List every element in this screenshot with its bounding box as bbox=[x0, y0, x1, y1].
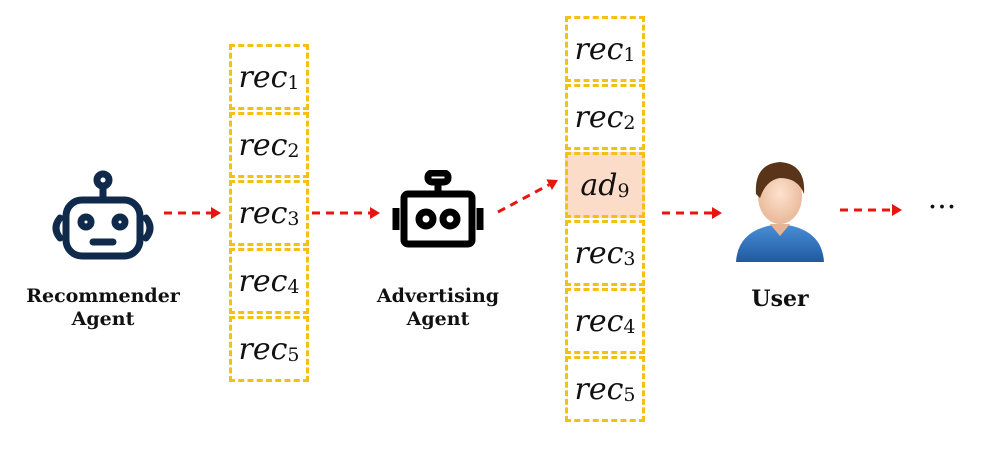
slot-subscript: 5 bbox=[623, 384, 636, 406]
slot-base: rec bbox=[574, 303, 624, 339]
slot-base: rec bbox=[574, 31, 624, 67]
arrow-advertiser-to-final bbox=[497, 179, 558, 214]
slot-subscript: 2 bbox=[623, 112, 636, 134]
slot-base: rec bbox=[574, 99, 624, 135]
slot-subscript: 2 bbox=[287, 140, 300, 162]
slot-subscript: 4 bbox=[287, 276, 300, 298]
slot-base: rec bbox=[238, 195, 288, 231]
arrow-recommender-to-list bbox=[164, 207, 221, 219]
slot-base: rec bbox=[574, 235, 624, 271]
slot-subscript: 1 bbox=[287, 72, 300, 94]
ellipsis: ··· bbox=[927, 190, 957, 225]
slot-base: rec bbox=[238, 59, 288, 95]
arrow-user-to-next bbox=[840, 204, 902, 216]
slot-base: rec bbox=[574, 371, 624, 407]
recommender-agent-label: Recommender Agent bbox=[26, 285, 180, 330]
user-label: User bbox=[751, 286, 809, 312]
slot-subscript: 3 bbox=[287, 208, 300, 230]
slot-base: rec bbox=[238, 331, 288, 367]
slot-base: rec bbox=[238, 263, 288, 299]
recommender-robot-icon bbox=[52, 170, 154, 260]
arrow-list-to-advertiser bbox=[312, 207, 380, 219]
slot-base: rec bbox=[238, 127, 288, 163]
slot-subscript: 1 bbox=[623, 44, 636, 66]
slot-subscript: 4 bbox=[623, 316, 636, 338]
user-avatar-icon bbox=[736, 162, 824, 262]
slot-subscript: 3 bbox=[623, 248, 636, 270]
slot-base: ad bbox=[580, 167, 618, 203]
advertising-robot-icon bbox=[392, 170, 484, 248]
advertising-agent-label: Advertising Agent bbox=[376, 285, 500, 330]
arrow-final-to-user bbox=[662, 207, 722, 219]
slot-subscript: 5 bbox=[287, 344, 300, 366]
slot-subscript: 9 bbox=[617, 180, 630, 202]
